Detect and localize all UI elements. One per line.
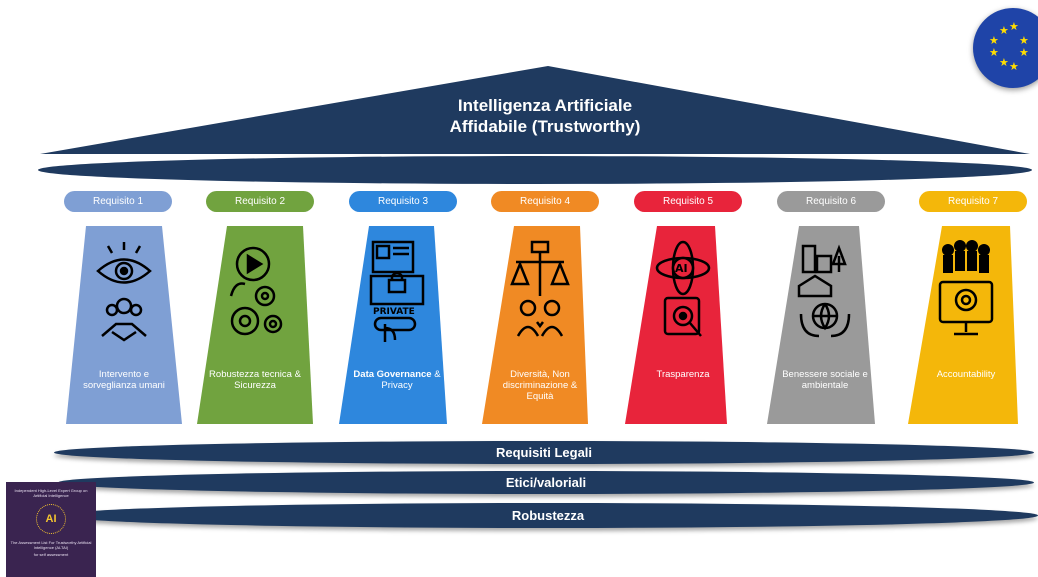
eye-handshake-icon xyxy=(96,242,152,342)
pillar-1-label: Intervento e sorveglianza umani xyxy=(83,369,165,391)
pillar-7-label: Accountability xyxy=(936,369,996,380)
pillar-4: Diversità, Non discriminazione & Equità xyxy=(482,226,598,424)
requirement-tag-6: Requisito 6 xyxy=(777,191,885,212)
scales-people-icon xyxy=(510,240,570,337)
svg-text:★: ★ xyxy=(1009,20,1019,33)
pillar-4-label: Diversità, Non discriminazione & Equità xyxy=(502,369,578,402)
requirement-tag-2: Requisito 2 xyxy=(206,191,314,212)
requirement-tag-1: Requisito 1 xyxy=(64,191,172,212)
private-lock-icon: PRIVATE xyxy=(369,240,425,342)
pillar-3-label: Data Governance & Privacy xyxy=(353,369,441,391)
pillar-5-label: Trasparenza xyxy=(656,369,710,380)
svg-text:★: ★ xyxy=(1009,60,1019,73)
band-robustness: Robustezza xyxy=(58,503,1038,528)
book-line1: Independent High-Level Expert Group on A… xyxy=(14,488,88,498)
roof-title-line2: Affidabile (Trustworthy) xyxy=(449,117,641,136)
svg-text:AI: AI xyxy=(675,262,688,275)
pillar-6-label: Benessere sociale e ambientale xyxy=(782,369,868,391)
roof xyxy=(38,66,1032,184)
pillar-3: PRIVATE Data Governance & Privacy xyxy=(339,226,455,424)
svg-text:★: ★ xyxy=(999,56,1009,69)
svg-text:★: ★ xyxy=(989,34,999,47)
pillar-5: AI Trasparenza xyxy=(625,226,741,424)
team-gear-monitor-icon xyxy=(938,240,994,336)
pillar-1: Intervento e sorveglianza umani xyxy=(66,226,182,424)
svg-text:★: ★ xyxy=(1019,34,1029,47)
requirement-tag-4: Requisito 4 xyxy=(491,191,599,212)
pillar-7: Accountability xyxy=(908,226,1024,424)
pillar-2: Robustezza tecnica & Sicurezza xyxy=(197,226,313,424)
band-ethical: Etici/valoriali xyxy=(58,471,1034,494)
book-line2: The Assessment List For Trustworthy Arti… xyxy=(10,540,92,550)
svg-text:★: ★ xyxy=(1019,46,1029,59)
roof-title-line1: Intelligenza Artificiale xyxy=(457,96,633,115)
svg-text:PRIVATE: PRIVATE xyxy=(373,307,415,317)
svg-text:★: ★ xyxy=(989,46,999,59)
svg-text:★: ★ xyxy=(999,24,1009,37)
roof-title: Intelligenza Artificiale Affidabile (Tru… xyxy=(380,95,710,137)
requirement-tag-5: Requisito 5 xyxy=(634,191,742,212)
requirement-tag-7: Requisito 7 xyxy=(919,191,1027,212)
band-legal-requirements: Requisiti Legali xyxy=(54,441,1034,464)
pillar-2-label: Robustezza tecnica & Sicurezza xyxy=(209,369,301,391)
book-line3: for self assessment xyxy=(33,552,69,557)
gears-play-icon xyxy=(229,246,283,336)
eu-flag-icon: ★★★ ★★★ ★★ xyxy=(973,8,1038,88)
pillar-6: Benessere sociale e ambientale xyxy=(767,226,883,424)
book-ai-badge: AI xyxy=(36,504,66,534)
altai-book-cover: Independent High-Level Expert Group on A… xyxy=(6,482,96,577)
ai-atom-icon: AI xyxy=(655,240,711,337)
city-globe-hands-icon xyxy=(797,244,851,338)
requirement-tag-3: Requisito 3 xyxy=(349,191,457,212)
